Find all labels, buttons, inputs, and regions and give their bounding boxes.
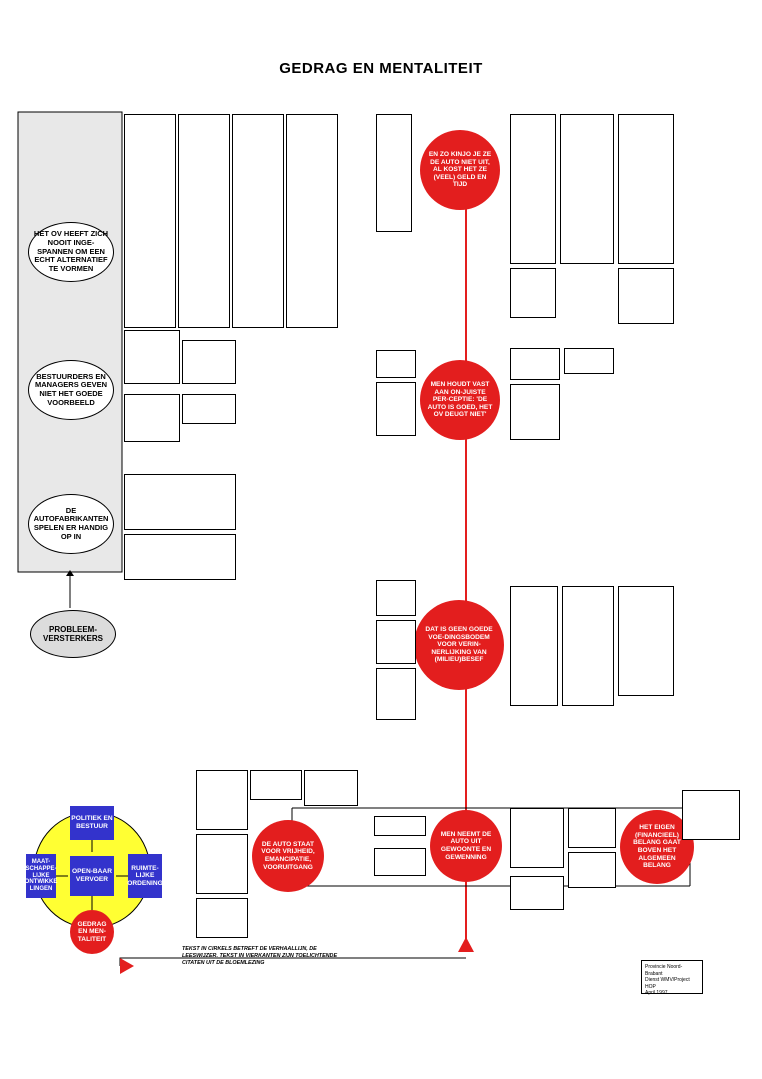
- oval-bestuurders: BESTUURDERS EN MANAGERS GEVEN NIET HET G…: [28, 360, 114, 420]
- square-politiek: POLITIEK EN BESTUUR: [70, 806, 114, 840]
- quote-box: [124, 330, 180, 384]
- province-box: Provincie Noord-Brabant Dienst WMV/Proje…: [641, 960, 703, 996]
- left-arrowhead: [120, 958, 134, 974]
- quote-box: [376, 350, 416, 378]
- circle-vrijheid: DE AUTO STAAT VOOR VRIJHEID, EMANCIPATIE…: [252, 820, 324, 892]
- quote-box: [196, 770, 248, 830]
- quote-box: [376, 668, 416, 720]
- quote-box: [510, 808, 564, 868]
- quote-box: [510, 114, 556, 264]
- quote-box: [568, 852, 616, 888]
- circle-auto-niet-uit: EN ZO KINJO JE ZE DE AUTO NIET UIT, AL K…: [420, 130, 500, 210]
- quote-box: [510, 384, 560, 440]
- quote-box: [286, 114, 338, 328]
- quote-box: [376, 620, 416, 664]
- bottom-up-arrow: [458, 937, 474, 952]
- quote-box: [178, 114, 230, 328]
- circle-gewoonte: MEN NEEMT DE AUTO UIT GEWOONTE EN GEWENN…: [430, 810, 502, 882]
- quote-box: [376, 382, 416, 436]
- square-gedrag: GEDRAG EN MEN-TALITEIT: [70, 910, 114, 954]
- square-openbaar-vervoer: OPEN-BAAR VERVOER: [70, 856, 114, 896]
- quote-box: [124, 474, 236, 530]
- circle-eigen-belang: HET EIGEN (FINANCIEEL) BELANG GAAT BOVEN…: [620, 810, 694, 884]
- quote-box: [124, 394, 180, 442]
- quote-box: [618, 114, 674, 264]
- quote-box: [376, 580, 416, 616]
- quote-box: [124, 534, 236, 580]
- square-ruimtelijke-ordening: RUIMTE-LIJKE ORDENING: [127, 854, 163, 898]
- quote-box: [562, 586, 614, 706]
- quote-box: [376, 114, 412, 232]
- province-line-2: Dienst WMV/Project HOP: [645, 977, 690, 990]
- quote-box: [182, 394, 236, 424]
- quote-box: [510, 348, 560, 380]
- quote-box: [374, 848, 426, 876]
- square-maatschappelijk: MAAT-SCHAPPE-LIJKE ONTWIKKE LINGEN: [25, 854, 57, 898]
- quote-box: [510, 586, 558, 706]
- quote-box: [374, 816, 426, 836]
- province-line-3: April 1997: [645, 990, 668, 996]
- quote-box: [182, 340, 236, 384]
- quote-box: [564, 348, 614, 374]
- oval-probleemversterkers: PROBLEEM-VERSTERKERS: [30, 610, 116, 658]
- quote-box: [682, 790, 740, 840]
- legend-text: TEKST IN CIRKELS BETREFT DE VERHAALLIJN,…: [182, 946, 338, 967]
- circle-perceptie: MEN HOUDT VAST AAN ON-JUISTE PER-CEPTIE:…: [420, 360, 500, 440]
- quote-box: [618, 586, 674, 696]
- quote-box: [560, 114, 614, 264]
- quote-box: [232, 114, 284, 328]
- circle-milieubesef: DAT IS GEEN GOEDE VOE-DINGSBODEM VOOR VE…: [414, 600, 504, 690]
- province-line-1: Provincie Noord-Brabant: [645, 964, 683, 977]
- quote-box: [124, 114, 176, 328]
- quote-box: [196, 834, 248, 894]
- quote-box: [618, 268, 674, 324]
- quote-box: [196, 898, 248, 938]
- quote-box: [250, 770, 302, 800]
- amplifier-arrowhead: [66, 570, 74, 576]
- page-title: GEDRAG EN MENTALITEIT: [279, 60, 483, 77]
- quote-box: [510, 876, 564, 910]
- quote-box: [568, 808, 616, 848]
- oval-autofabrikanten: DE AUTOFABRIKANTEN SPELEN ER HANDIG OP I…: [28, 494, 114, 554]
- oval-ov-alternatief: HET OV HEEFT ZICH NOOIT INGE-SPANNEN OM …: [28, 222, 114, 282]
- quote-box: [304, 770, 358, 806]
- quote-box: [510, 268, 556, 318]
